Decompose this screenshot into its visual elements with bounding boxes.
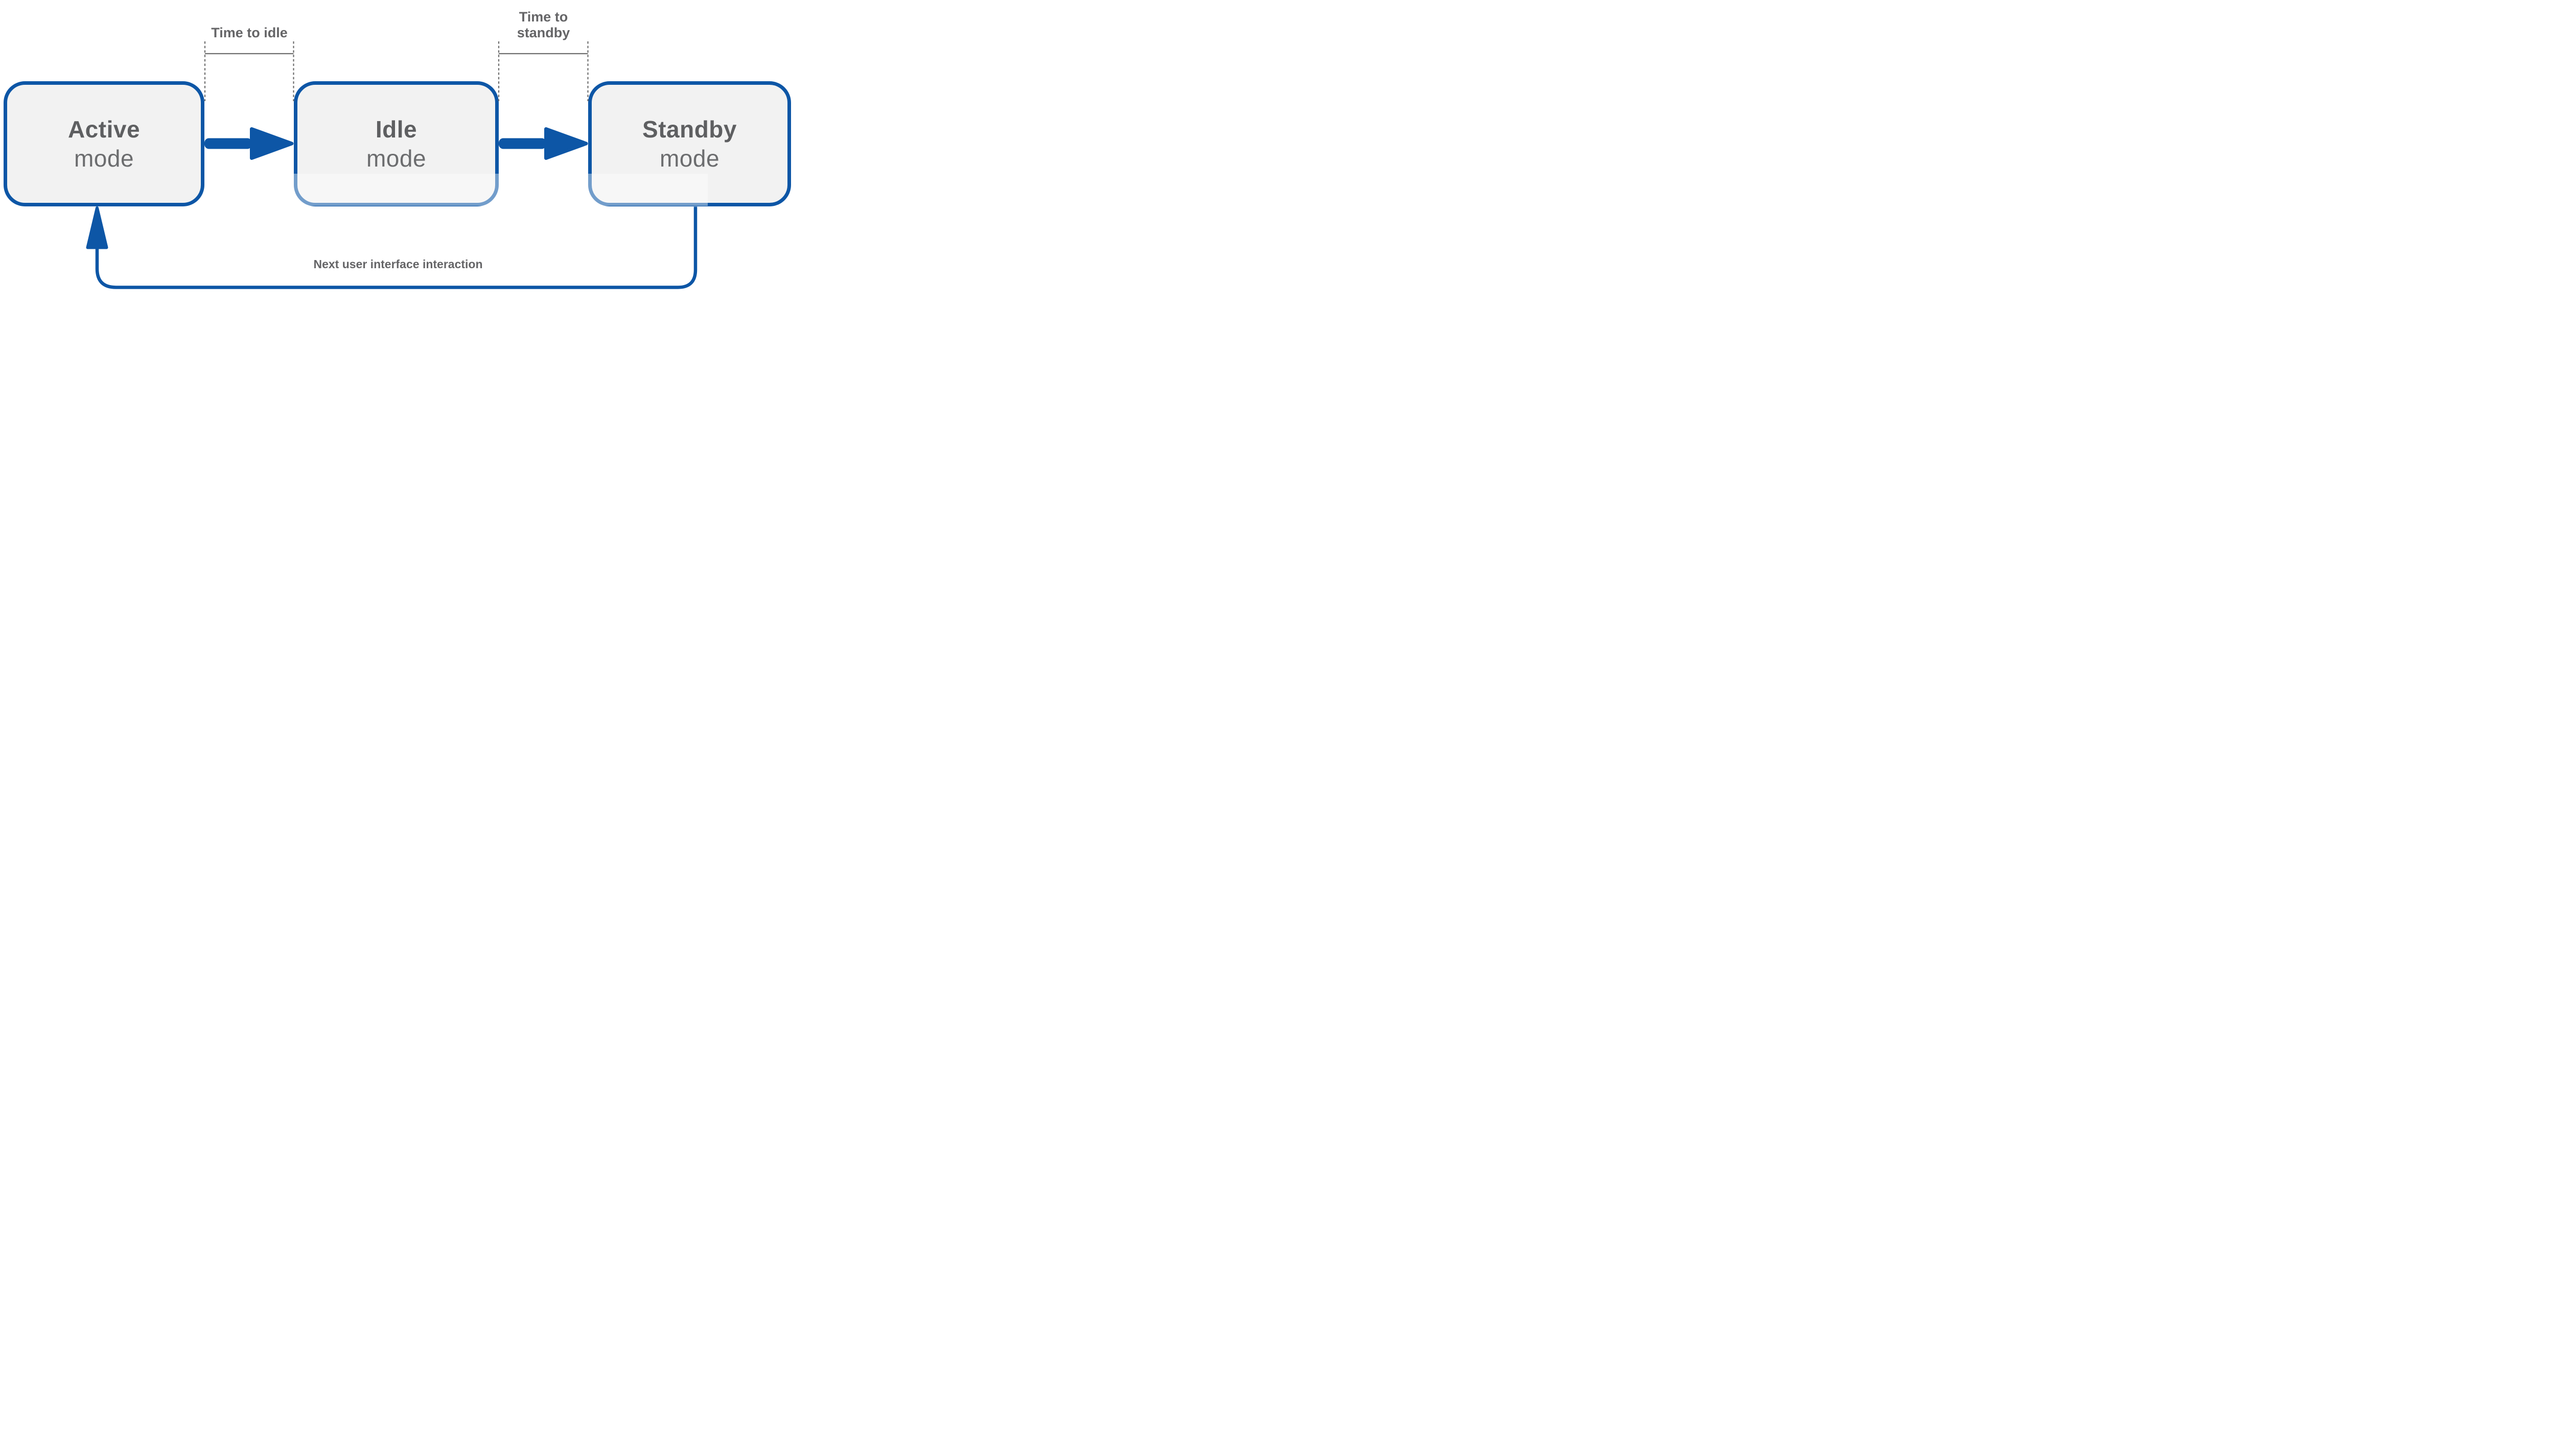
measurement-guide-lines xyxy=(204,41,589,101)
time-to-standby-label: Time to standby xyxy=(499,9,588,41)
return-transition-label: Next user interface interaction xyxy=(313,257,483,271)
return-arrow-head xyxy=(86,206,108,249)
return-wire xyxy=(95,206,698,289)
time-to-idle-label: Time to idle xyxy=(205,25,294,41)
node-title: Idle xyxy=(375,115,417,143)
arrow-head xyxy=(250,127,294,160)
node-title: Standby xyxy=(642,115,737,143)
arrow-idle-to-standby xyxy=(499,127,588,160)
node-title: Active xyxy=(67,115,141,143)
label-line: Time to idle xyxy=(211,25,288,40)
node-idle-mode: Idle mode xyxy=(294,81,499,206)
connector-graphics xyxy=(86,41,698,289)
gloss-highlight-overlay xyxy=(294,174,708,206)
node-subtitle: mode xyxy=(74,145,134,172)
node-active-mode: Active mode xyxy=(4,81,204,206)
node-subtitle: mode xyxy=(366,145,427,172)
label-line: Time to xyxy=(519,9,568,25)
arrow-shaft xyxy=(204,138,252,149)
arrow-shaft xyxy=(499,138,546,149)
node-subtitle: mode xyxy=(659,145,720,172)
label-line: standby xyxy=(517,25,570,40)
power-mode-state-diagram: Active mode Idle mode Standby mode Time … xyxy=(0,0,792,291)
arrow-head xyxy=(544,127,588,160)
arrow-active-to-idle xyxy=(204,127,294,160)
node-standby-mode: Standby mode xyxy=(588,81,791,206)
